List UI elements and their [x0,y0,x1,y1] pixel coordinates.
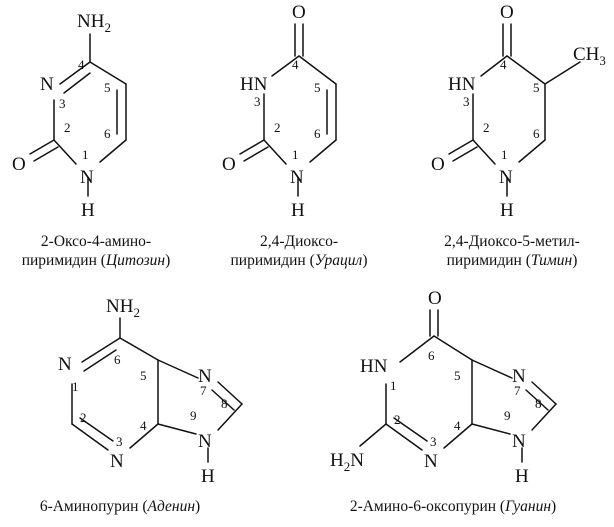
guanine-num-4: 4 [454,418,461,433]
guanine-h-atom: H [515,466,529,487]
uracil-n3-atom: HN [240,74,268,95]
guanine-caption-line1: 2-Амино-6-оксопурин (Гуанин) [349,498,557,515]
thymine-n1-atom: N [499,167,513,188]
adenine-num-3: 3 [116,434,123,449]
thymine-num-2: 2 [483,120,490,135]
cytosine-num-5: 5 [104,80,111,95]
guanine-n3-atom: N [424,451,438,472]
cytosine-num-1: 1 [82,147,89,162]
thymine-num-1: 1 [501,147,508,162]
uracil-num-3: 3 [254,94,261,109]
uracil-num-5: 5 [314,80,321,95]
adenine-num-6: 6 [114,352,121,367]
guanine-n7-atom: N [512,366,526,387]
adenine-num-9: 9 [190,408,197,423]
guanine-num-2: 2 [394,412,401,427]
uracil-caption: 2,4-Диоксо- пиримидин (Урацил) [214,232,384,270]
cytosine-num-2: 2 [64,120,71,135]
adenine-n1-atom: N [58,354,72,375]
uracil-num-4: 4 [292,57,299,72]
guanine-n1-atom: HN [360,356,388,377]
thymine-caption-line2: пиримидин (Тимин) [446,252,578,269]
cytosine-caption-line2: пиримидин (Цитозин) [21,252,171,269]
uracil-num-2: 2 [274,120,281,135]
cytosine-num-4: 4 [78,57,85,72]
adenine-num-1: 1 [72,379,79,394]
guanine-num-8: 8 [535,396,542,411]
uracil-caption-line2: пиримидин (Урацил) [230,252,368,269]
guanine-amino-label: H2N [330,450,364,474]
guanine-n9-atom: N [512,431,526,452]
adenine-caption-line1: 6-Аминопурин (Аденин) [39,498,201,515]
cytosine-structure: NH2 N N H O 4 3 5 2 6 1 [12,11,127,221]
guanine-num-9: 9 [504,408,511,423]
adenine-num-8: 8 [221,396,228,411]
thymine-o4-atom: O [500,2,514,23]
cytosine-amino-label: NH2 [77,11,111,35]
adenine-caption: 6-Аминопурин (Аденин) [20,497,220,516]
guanine-num-3: 3 [430,434,437,449]
thymine-num-5: 5 [533,80,540,95]
cytosine-caption: 2-Оксо-4-амино- пиримидин (Цитозин) [12,232,180,270]
guanine-o6-atom: O [428,288,442,309]
thymine-caption-line1: 2,4-Диоксо-5-метил- [444,233,580,250]
adenine-n9-atom: N [198,431,212,452]
uracil-o2-atom: O [222,154,236,175]
uracil-num-6: 6 [314,126,321,141]
guanine-num-6: 6 [428,348,435,363]
guanine-num-7: 7 [514,383,521,398]
adenine-n3-atom: N [110,451,124,472]
guanine-num-1: 1 [390,378,397,393]
adenine-amino-label: NH2 [106,296,140,320]
thymine-num-6: 6 [533,126,540,141]
adenine-num-4: 4 [140,418,147,433]
cytosine-o-atom: O [12,154,26,175]
thymine-num-3: 3 [463,94,470,109]
guanine-structure: O HN N H2N N N H 6 1 5 2 4 3 7 8 9 [330,288,557,487]
uracil-structure: O HN N H O 4 3 5 2 6 1 [222,2,337,221]
adenine-num-2: 2 [80,410,87,425]
guanine-caption: 2-Амино-6-оксопурин (Гуанин) [318,497,588,516]
thymine-o2-atom: O [431,154,445,175]
cytosine-n1-atom: N [80,167,94,188]
thymine-methyl-label: CH3 [573,44,606,68]
cytosine-n3-atom: N [40,74,54,95]
uracil-n1-atom: N [290,167,304,188]
thymine-caption: 2,4-Диоксо-5-метил- пиримидин (Тимин) [420,232,604,270]
cytosine-h-atom: H [81,200,95,221]
uracil-num-1: 1 [292,147,299,162]
adenine-num-5: 5 [140,368,147,383]
adenine-h-atom: H [201,466,215,487]
guanine-num-5: 5 [454,368,461,383]
thymine-num-4: 4 [500,57,507,72]
adenine-num-7: 7 [200,383,207,398]
uracil-h-atom: H [291,200,305,221]
thymine-n3-atom: HN [448,74,476,95]
uracil-o4-atom: O [292,2,306,23]
cytosine-num-3: 3 [59,96,66,111]
uracil-caption-line1: 2,4-Диоксо- [259,233,339,250]
thymine-structure: O CH3 HN N H O 4 3 5 2 6 1 [431,2,606,221]
adenine-structure: NH2 N N N N H 6 1 5 2 4 3 7 8 9 [58,296,243,487]
thymine-h-atom: H [500,200,514,221]
cytosine-caption-line1: 2-Оксо-4-амино- [40,233,152,250]
adenine-n7-atom: N [198,366,212,387]
cytosine-num-6: 6 [104,126,111,141]
